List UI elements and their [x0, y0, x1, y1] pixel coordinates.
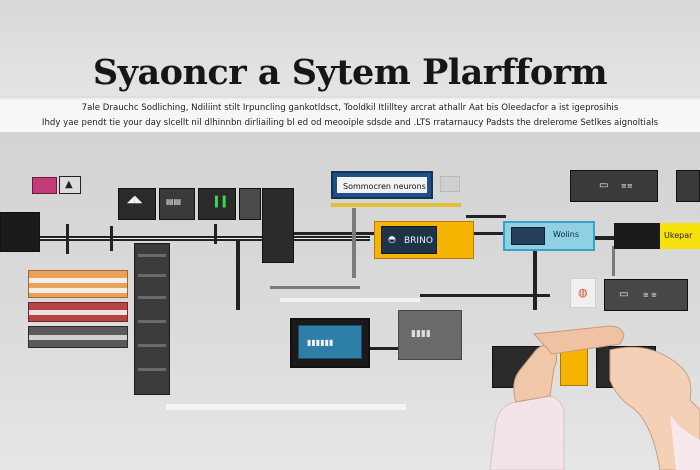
grey-module: ▮▮▮▮	[398, 310, 462, 360]
bars-icon: ▮▮▮▮	[411, 329, 431, 339]
display-icon: ◓	[388, 235, 396, 245]
shelf-stripe	[29, 278, 127, 283]
page-title: Syaoncr a Sytem Plarfform	[92, 52, 608, 93]
yellow-card-label: Ukepar	[664, 231, 693, 240]
rack-row	[138, 320, 166, 323]
white-connector	[280, 298, 420, 302]
color-badge: ◍	[570, 278, 596, 308]
base-rail	[166, 404, 406, 410]
vertical-wire	[612, 246, 615, 276]
vertical-wire	[533, 250, 537, 310]
circle-icon: ◍	[578, 286, 588, 299]
orange-card-screen: ◓ BRINO	[381, 226, 437, 254]
device-node-3: ▍▍	[198, 188, 236, 220]
vertical-wire	[214, 224, 217, 244]
vertical-wire	[352, 208, 356, 278]
bottom-monitor-screen: ▮▮▮▮▮▮	[298, 325, 362, 359]
bus-highlight	[40, 238, 370, 239]
hands-illustration	[489, 325, 700, 470]
vertical-wire	[66, 224, 69, 254]
window-icon: ▭	[599, 180, 609, 191]
teal-card: Wolins	[503, 221, 595, 251]
top-label-card: Sommocren neurons	[331, 171, 433, 199]
red-shelf	[28, 302, 128, 322]
orange-card-label: BRINO	[404, 236, 433, 246]
subtitle-line-1: 7ale Drauchc Sodliching, Ndiliint stilt …	[81, 103, 619, 113]
pink-tag-icon	[32, 177, 57, 194]
rack-row	[138, 344, 166, 347]
bars-icon: ▮▮▮▮▮▮	[307, 338, 334, 347]
device-node-1: ◢◣	[118, 188, 156, 220]
header-background	[0, 0, 700, 96]
server-block	[0, 212, 40, 252]
device-node-4	[239, 188, 261, 220]
shelf-stripe	[29, 310, 127, 315]
shelf-stripe	[29, 288, 127, 293]
vertical-wire	[236, 240, 240, 310]
grey-shelf	[28, 326, 128, 348]
subtitle-line-2: Ihdy yae pendt tie your day slcellt nil …	[41, 118, 659, 128]
mountain-icon: ▲	[65, 179, 73, 190]
image-tag-icon: ▲	[59, 176, 81, 194]
top-label-panel	[337, 177, 427, 193]
rack-row	[138, 254, 166, 257]
bottom-monitor: ▮▮▮▮▮▮	[290, 318, 370, 368]
text-icon: ≡≡	[621, 182, 633, 190]
vertical-wire	[110, 226, 113, 251]
connector-wire	[420, 294, 550, 297]
small-grey-block	[440, 176, 460, 192]
connector-wire	[370, 347, 400, 350]
yellow-card-panel	[660, 223, 700, 249]
grey-connector	[270, 286, 360, 289]
monitor-edge	[676, 170, 700, 202]
teal-card-label: Wolins	[553, 230, 580, 239]
device-node-2: ▤▤	[159, 188, 195, 220]
rack-column	[134, 243, 170, 395]
window-icon: ▭	[619, 289, 629, 300]
orange-card: ◓ BRINO	[374, 221, 474, 259]
teal-card-screen	[511, 227, 545, 245]
connector-wire	[466, 215, 506, 218]
yellow-card: Ukepar	[614, 223, 700, 249]
rack-row	[138, 296, 166, 299]
device-icon: ◢◣	[127, 194, 143, 205]
device-icon: ▤▤	[166, 197, 182, 206]
signal-icon: ▍▍	[215, 197, 231, 208]
shelf-stripe	[29, 335, 127, 340]
yellow-rail	[331, 203, 461, 207]
top-label-text: Sommocren neurons	[343, 182, 426, 191]
monitor-top-right: ▭ ≡≡	[570, 170, 658, 202]
orange-shelf	[28, 270, 128, 298]
text-icon: ≡ ≡	[643, 291, 657, 299]
device-tower	[262, 188, 294, 263]
rack-row	[138, 274, 166, 277]
right-module: ▭ ≡ ≡	[604, 279, 688, 311]
rack-row	[138, 368, 166, 371]
right-connector	[594, 236, 624, 240]
